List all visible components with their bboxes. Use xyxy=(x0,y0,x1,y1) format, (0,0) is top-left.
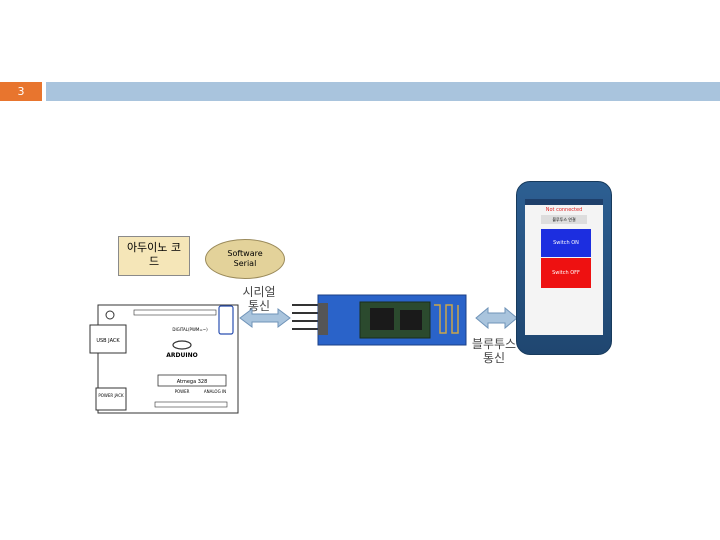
app-titlebar xyxy=(525,199,603,205)
chip-label: Atmega 328 xyxy=(177,379,208,385)
digital-header-pins xyxy=(133,309,217,316)
serial-wires xyxy=(292,304,320,330)
power-header-label: POWER xyxy=(175,389,190,394)
arduino-brand: ARDUINO xyxy=(166,352,197,359)
bluetooth-comm-label: 블루투스 통신 xyxy=(466,337,522,365)
module-chip-1 xyxy=(370,308,394,330)
serial-comm-label: 시리얼 통신 xyxy=(236,285,282,313)
oval-line1: Software xyxy=(227,249,263,258)
serial-label-line2: 통신 xyxy=(247,299,271,313)
usb-jack xyxy=(89,324,127,354)
bluetooth-connect-button[interactable]: 블루투스 연결 xyxy=(541,215,587,224)
serial-double-arrow xyxy=(239,308,291,328)
module-chip-2 xyxy=(400,310,422,330)
module-pins xyxy=(318,303,328,335)
chip xyxy=(157,374,227,387)
serial-label-line1: 시리얼 xyxy=(242,285,276,299)
title-bar xyxy=(46,82,720,101)
bluetooth-double-arrow xyxy=(475,306,518,330)
callout-line2: 드 xyxy=(148,255,160,268)
switch-on-button[interactable]: Switch ON xyxy=(541,229,591,257)
serial-pins-highlight xyxy=(218,305,234,335)
power-jack xyxy=(95,387,127,411)
bt-label-line1: 블루투스 xyxy=(471,337,517,351)
bluetooth-module xyxy=(317,294,467,346)
usb-jack-label: USB JACK xyxy=(96,338,120,344)
reset-button xyxy=(105,310,115,320)
module-antenna xyxy=(434,304,459,334)
arduino-code-callout: 아두이노 코 드 xyxy=(118,236,190,276)
bt-label-line2: 통신 xyxy=(482,351,506,365)
arduino-board: USB JACK POWER JACK Atmega 328 ARDUINO D… xyxy=(89,304,239,414)
digital-label: DIGITAL(PWM=~) xyxy=(172,327,208,332)
power-jack-label: POWER JACK xyxy=(98,393,124,398)
software-serial-oval: Software Serial xyxy=(205,239,285,279)
analog-label: ANALOG IN xyxy=(204,389,226,394)
slide-number: 3 xyxy=(0,82,42,101)
callout-line1: 아두이노 코 xyxy=(126,241,182,254)
connection-status: Not connected xyxy=(545,207,583,213)
oval-line2: Serial xyxy=(233,259,257,268)
switch-off-button[interactable]: Switch OFF xyxy=(541,258,591,288)
analog-header-pins xyxy=(154,401,228,408)
infinity-logo xyxy=(172,340,192,350)
